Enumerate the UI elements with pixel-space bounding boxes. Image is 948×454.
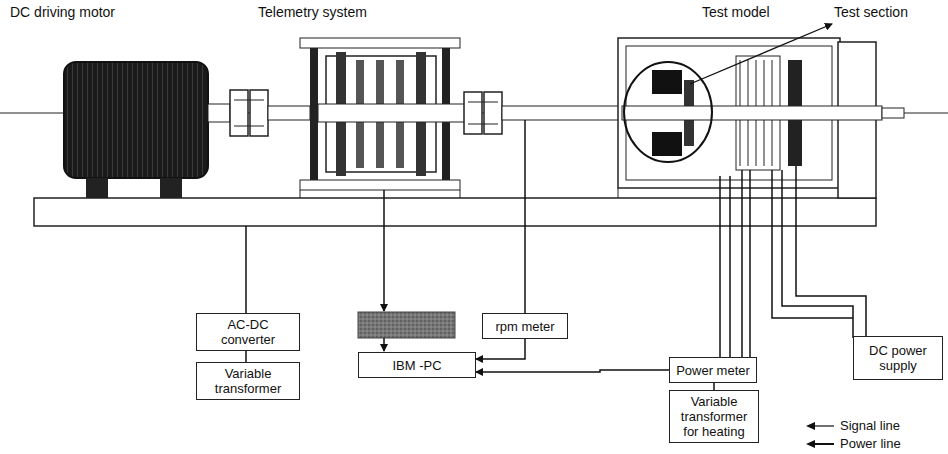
instrument-box: Variable transformer — [196, 362, 300, 400]
part-label: Test model — [700, 4, 772, 20]
box-label: DC power supply — [858, 343, 938, 373]
part-label: Telemetry system — [256, 4, 369, 20]
legend-line-sample — [806, 439, 834, 449]
legend-row: Signal line — [806, 418, 900, 433]
instrument-box: IBM -PC — [358, 352, 476, 378]
instrument-box: rpm meter — [482, 313, 568, 339]
signal-line — [476, 339, 525, 359]
box-label: AC-DC converter — [201, 317, 295, 347]
instrument-box: Variable transformer for heating — [669, 390, 759, 443]
signal-line — [476, 370, 669, 372]
signal-line — [713, 383, 715, 390]
legend-line-sample — [806, 421, 834, 431]
box-label: IBM -PC — [392, 358, 441, 373]
box-label: rpm meter — [495, 319, 554, 334]
instrument-box: AC-DC converter — [196, 313, 300, 351]
part-label: Test section — [832, 4, 910, 20]
instrument-box: DC power supply — [853, 336, 943, 380]
part-label: DC driving motor — [8, 4, 117, 20]
signal-line — [245, 351, 247, 362]
instrument-box: Power meter — [669, 357, 757, 383]
legend-text: Signal line — [840, 418, 900, 433]
box-label: Variable transformer for heating — [674, 394, 754, 439]
box-label: Power meter — [676, 363, 750, 378]
legend-row: Power line — [806, 436, 901, 451]
box-label: Variable transformer — [201, 366, 295, 396]
legend-text: Power line — [840, 436, 901, 451]
